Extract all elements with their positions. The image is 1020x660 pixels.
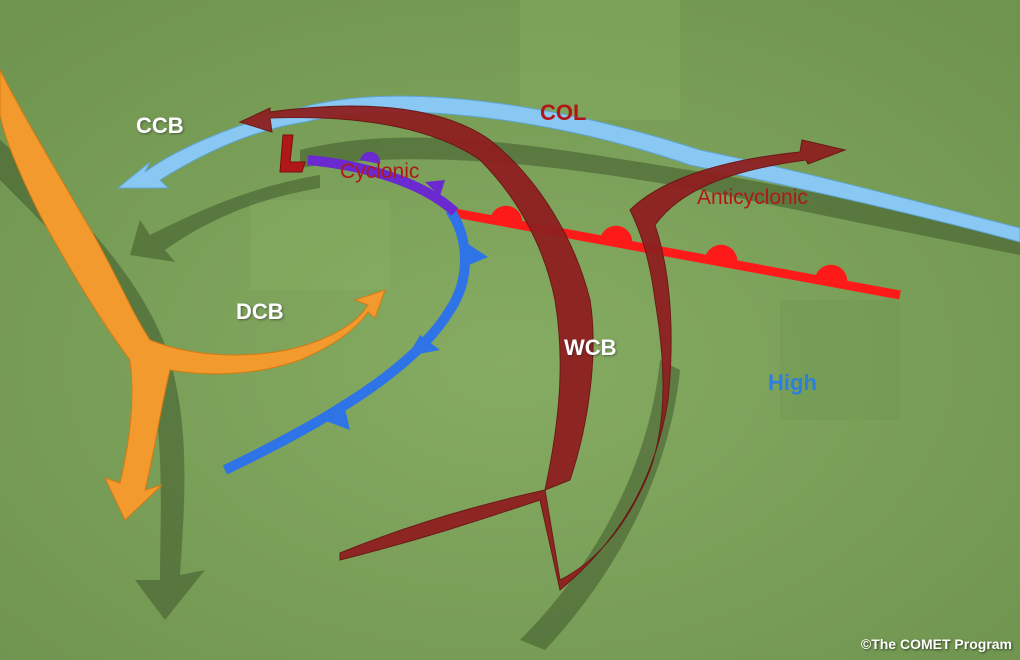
terrain-patch	[780, 300, 900, 420]
terrain-patch	[520, 0, 680, 120]
low-pressure-marker	[279, 134, 306, 173]
anticyclonic-label: Anticyclonic	[697, 186, 808, 209]
occluded-front	[307, 151, 459, 216]
dcb-arrow	[0, 69, 386, 521]
cyclonic-label: Cyclonic	[340, 160, 420, 183]
dcb-label: DCB	[236, 299, 284, 324]
wcb-arrow	[238, 105, 847, 591]
copyright-credit: ©The COMET Program	[860, 636, 1012, 652]
cold-front	[222, 207, 488, 475]
ccb-arrow	[116, 95, 1020, 243]
terrain-patch	[250, 200, 390, 290]
high-label: High	[768, 370, 817, 395]
col-label: COL	[540, 100, 587, 125]
ccb-label: CCB	[136, 113, 184, 138]
wcb-label: WCB	[564, 335, 617, 360]
